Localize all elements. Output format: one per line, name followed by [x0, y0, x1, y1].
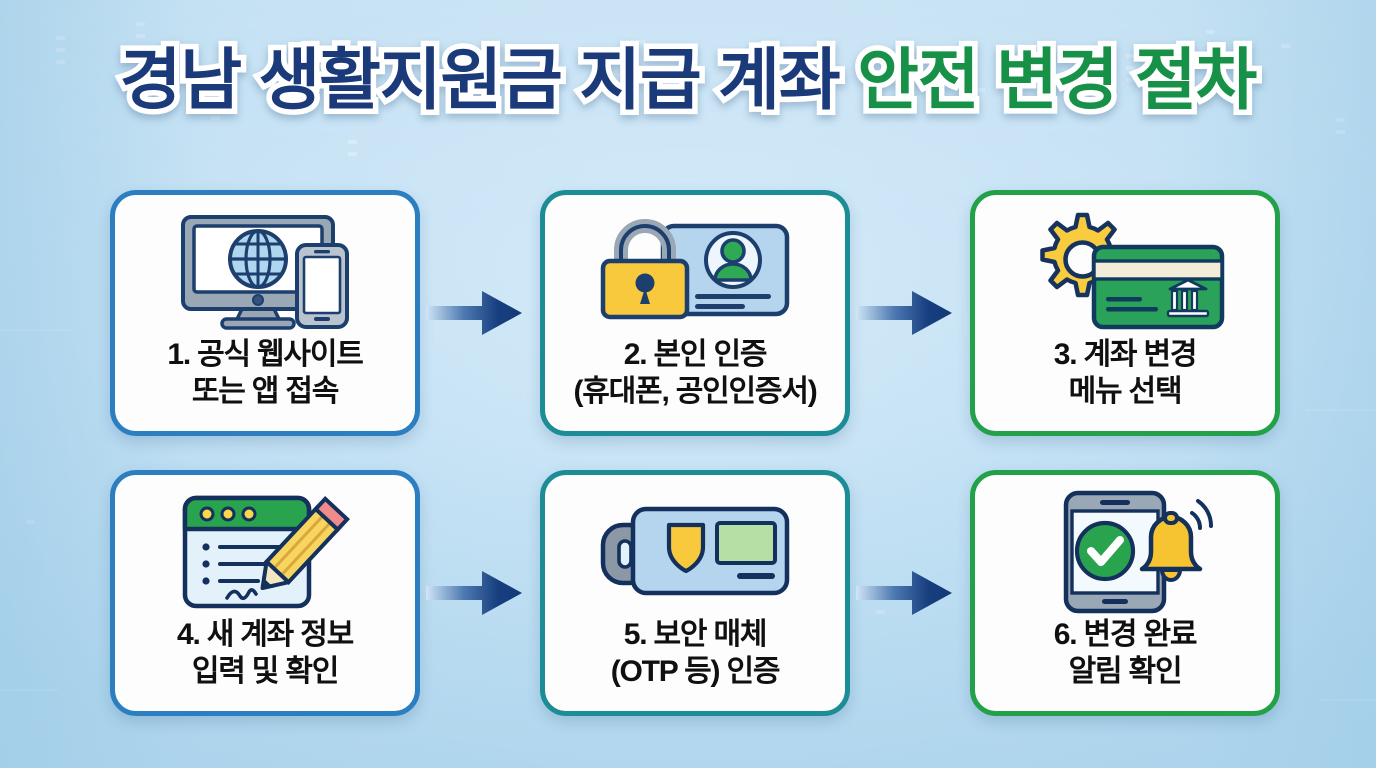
- step-card-1-line2: 또는 앱 접속: [191, 374, 339, 408]
- process-flow-grid: 1. 공식 웹사이트 또는 앱 접속 2. 본인 인증: [0, 186, 1376, 731]
- step-card-6-line2: 알림 확인: [1068, 654, 1183, 688]
- otp-token-shield-icon: [545, 489, 845, 613]
- gear-bank-card-icon: [975, 209, 1275, 333]
- step-card-3-label: 3. 계좌 변경 메뉴 선택: [975, 337, 1275, 410]
- page-title: 경남 생활지원금 지급 계좌 안전 변경 절차: [114, 40, 1263, 121]
- step-card-2-label: 2. 본인 인증 (휴대폰, 공인인증서): [545, 337, 845, 410]
- step-card-5-line1: 5. 보안 매체: [623, 618, 768, 651]
- step-card-2-line2: (휴대폰, 공인인증서): [573, 374, 817, 408]
- smartphone-check-bell-icon: [975, 489, 1275, 614]
- step-card-4-label: 4. 새 계좌 정보 입력 및 확인: [115, 617, 415, 690]
- step-card-4-line2: 입력 및 확인: [191, 654, 339, 688]
- arrow-step1-to-step2: [426, 291, 522, 335]
- step-card-6[interactable]: 6. 변경 완료 알림 확인: [970, 470, 1280, 716]
- step-card-3[interactable]: 3. 계좌 변경 메뉴 선택: [970, 190, 1280, 436]
- step-card-6-line1: 6. 변경 완료: [1053, 618, 1198, 651]
- monitor-globe-smartphone-icon: [115, 209, 415, 333]
- step-card-1[interactable]: 1. 공식 웹사이트 또는 앱 접속: [110, 190, 420, 436]
- step-card-4-line1: 4. 새 계좌 정보: [176, 618, 354, 651]
- page-title-green-segment: 안전 변경 절차: [852, 40, 1263, 121]
- arrow-step4-to-step5: [426, 571, 522, 615]
- step-card-5[interactable]: 5. 보안 매체 (OTP 등) 인증: [540, 470, 850, 716]
- step-card-3-line2: 메뉴 선택: [1068, 374, 1183, 408]
- padlock-id-card-icon: [545, 209, 845, 333]
- arrow-step2-to-step3: [856, 291, 952, 335]
- step-card-3-line1: 3. 계좌 변경: [1053, 338, 1198, 371]
- page-title-navy-segment: 경남 생활지원금 지급 계좌: [114, 40, 846, 121]
- step-card-2-line1: 2. 본인 인증: [623, 338, 768, 371]
- step-card-1-line1: 1. 공식 웹사이트: [167, 338, 363, 371]
- arrow-step5-to-step6: [856, 571, 952, 615]
- step-card-5-label: 5. 보안 매체 (OTP 등) 인증: [545, 617, 845, 690]
- step-card-1-label: 1. 공식 웹사이트 또는 앱 접속: [115, 337, 415, 410]
- form-pencil-icon: [115, 489, 415, 613]
- step-card-2[interactable]: 2. 본인 인증 (휴대폰, 공인인증서): [540, 190, 850, 436]
- step-card-6-label: 6. 변경 완료 알림 확인: [975, 617, 1275, 690]
- step-card-4[interactable]: 4. 새 계좌 정보 입력 및 확인: [110, 470, 420, 716]
- title-container: 경남 생활지원금 지급 계좌 안전 변경 절차: [0, 40, 1376, 121]
- step-card-5-line2: (OTP 등) 인증: [610, 654, 781, 688]
